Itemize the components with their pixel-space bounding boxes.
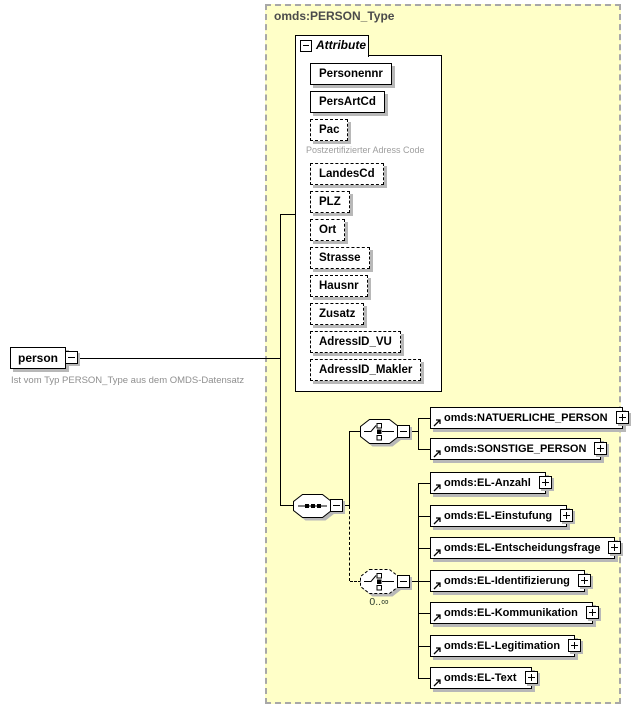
connector-line xyxy=(350,581,361,583)
attribute-node-persartcd[interactable]: PersArtCd xyxy=(310,91,385,113)
expand-icon[interactable] xyxy=(608,541,622,554)
element-ref-icon xyxy=(433,614,441,622)
collapse-icon[interactable] xyxy=(397,575,410,588)
element-el-anzahl[interactable]: omds:EL-Anzahl xyxy=(430,472,552,494)
attribute-label: LandesCd xyxy=(319,168,375,180)
choice-connector-icon[interactable] xyxy=(360,419,404,449)
element-ref-icon xyxy=(433,647,441,655)
expand-icon[interactable] xyxy=(560,509,574,522)
element-ref-icon xyxy=(433,679,441,687)
connector-line xyxy=(418,646,431,647)
connector-line xyxy=(75,358,281,359)
attribute-label: PersArtCd xyxy=(319,96,376,108)
connector-line xyxy=(410,431,419,432)
element-label: omds:EL-Legitimation xyxy=(444,640,561,652)
sequence-connector-icon[interactable] xyxy=(293,494,337,523)
connector-line xyxy=(418,548,431,549)
connector-line xyxy=(418,678,431,679)
element-ref-icon xyxy=(433,582,441,590)
attributes-header[interactable]: Attribute xyxy=(295,35,369,57)
element-ref-icon xyxy=(433,419,441,427)
attribute-node-adressid-makler[interactable]: AdressID_Makler xyxy=(310,359,422,381)
connector-line xyxy=(343,505,350,506)
connector-line xyxy=(418,516,431,517)
element-el-einstufung[interactable]: omds:EL-Einstufung xyxy=(430,505,574,527)
occurrence-label: 0..∞ xyxy=(369,596,389,608)
element-person-label: person xyxy=(18,351,59,365)
connector-line xyxy=(280,214,281,506)
element-label: omds:EL-Einstufung xyxy=(444,510,553,522)
attribute-node-plz[interactable]: PLZ xyxy=(310,191,350,213)
element-el-text[interactable]: omds:EL-Text xyxy=(430,667,538,689)
element-label: omds:EL-Text xyxy=(444,672,517,684)
element-el-kommunikation[interactable]: omds:EL-Kommunikation xyxy=(430,602,599,624)
connector-line xyxy=(418,483,431,484)
connector-line xyxy=(349,431,361,432)
element-ref-icon xyxy=(433,484,441,492)
connector-line xyxy=(281,505,293,506)
element-person[interactable]: person xyxy=(10,347,79,369)
element-person-annotation: Ist vom Typ PERSON_Type aus dem OMDS-Dat… xyxy=(11,375,245,386)
attribute-node-strasse[interactable]: Strasse xyxy=(310,247,370,269)
attribute-node-personennr[interactable]: Personennr xyxy=(310,63,392,85)
attribute-label: Hausnr xyxy=(319,280,359,292)
expand-icon[interactable] xyxy=(615,411,629,424)
collapse-icon[interactable] xyxy=(397,425,410,438)
element-label: omds:NATUERLICHE_PERSON xyxy=(444,412,608,424)
attribute-label: AdressID_VU xyxy=(319,336,392,348)
connector-line xyxy=(410,581,431,582)
attribute-label: Ort xyxy=(319,224,337,236)
element-sonstige-person[interactable]: omds:SONSTIGE_PERSON xyxy=(430,438,608,460)
attribute-pac-annotation: Postzertifizierter Adress Code xyxy=(306,145,425,155)
element-label: omds:EL-Identifizierung xyxy=(444,575,570,587)
element-el-legitimation[interactable]: omds:EL-Legitimation xyxy=(430,635,582,657)
attribute-label: Personennr xyxy=(319,68,383,80)
element-label: omds:EL-Entscheidungsfrage xyxy=(444,542,601,554)
attribute-label: Zusatz xyxy=(319,308,356,320)
attribute-node-zusatz[interactable]: Zusatz xyxy=(310,303,365,325)
connector-line xyxy=(418,449,431,450)
collapse-icon[interactable] xyxy=(300,40,312,52)
attribute-node-landescd[interactable]: LandesCd xyxy=(310,163,384,185)
element-natuerliche-person[interactable]: omds:NATUERLICHE_PERSON xyxy=(430,407,629,429)
connector-line xyxy=(418,418,419,450)
expand-icon[interactable] xyxy=(585,606,599,619)
attribute-label: AdressID_Makler xyxy=(319,364,413,376)
connector-line xyxy=(349,506,351,581)
connector-line xyxy=(349,431,350,506)
element-ref-icon xyxy=(433,517,441,525)
expand-icon[interactable] xyxy=(594,442,608,455)
element-label: omds:SONSTIGE_PERSON xyxy=(444,443,587,455)
collapse-icon[interactable] xyxy=(65,351,79,364)
attribute-node-ort[interactable]: Ort xyxy=(310,219,346,241)
connector-line xyxy=(418,613,431,614)
element-el-identifizierung[interactable]: omds:EL-Identifizierung xyxy=(430,570,591,592)
collapse-icon[interactable] xyxy=(330,499,343,512)
expand-icon[interactable] xyxy=(577,574,591,587)
attribute-label: PLZ xyxy=(319,196,341,208)
expand-icon[interactable] xyxy=(568,639,582,652)
connector-line xyxy=(281,214,295,215)
element-ref-icon xyxy=(433,450,441,458)
connector-line xyxy=(418,418,431,419)
attribute-node-hausnr[interactable]: Hausnr xyxy=(310,275,368,297)
attributes-header-label: Attribute xyxy=(316,38,366,52)
connector-line xyxy=(418,483,419,679)
attribute-node-adressid-vu[interactable]: AdressID_VU xyxy=(310,331,401,353)
attribute-node-pac[interactable]: Pac xyxy=(310,119,349,141)
attribute-label: Pac xyxy=(319,124,340,136)
element-el-entscheidungsfrage[interactable]: omds:EL-Entscheidungsfrage xyxy=(430,537,622,559)
element-label: omds:EL-Anzahl xyxy=(444,477,531,489)
attribute-label: Strasse xyxy=(319,252,361,264)
expand-icon[interactable] xyxy=(538,476,552,489)
persontype-title: omds:PERSON_Type xyxy=(274,9,395,23)
choice-connector-icon[interactable] xyxy=(360,569,404,599)
element-label: omds:EL-Kommunikation xyxy=(444,607,578,619)
element-ref-icon xyxy=(433,549,441,557)
expand-icon[interactable] xyxy=(524,671,538,684)
